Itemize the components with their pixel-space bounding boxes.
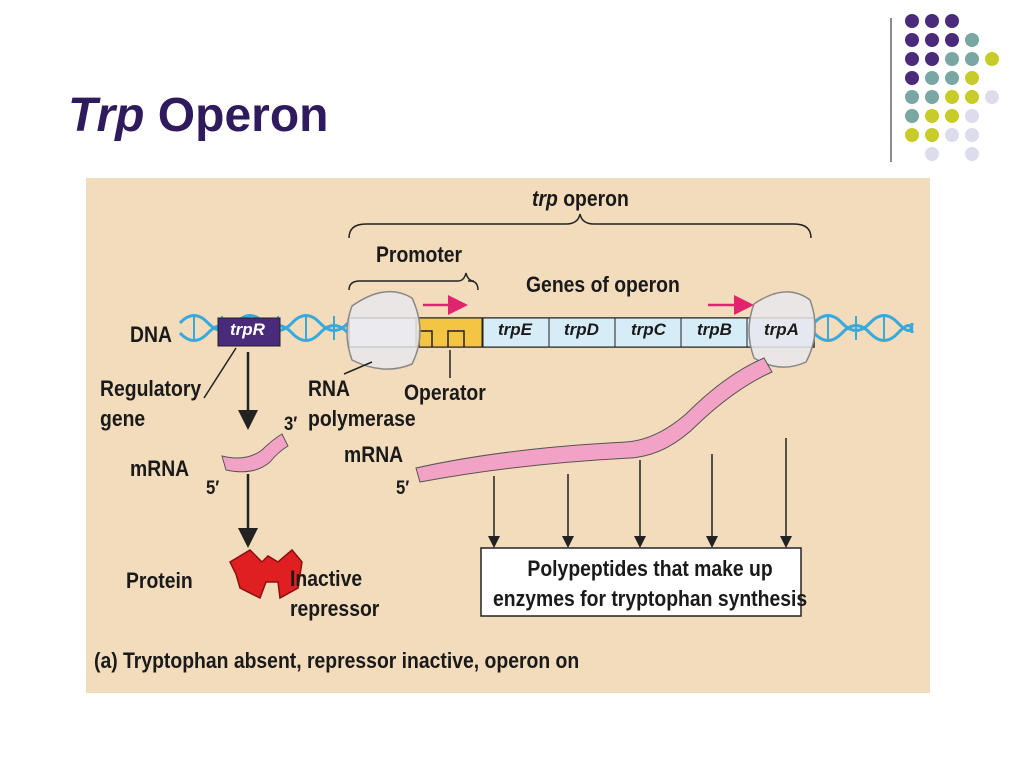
trp-operon-label: trp operon bbox=[532, 186, 629, 212]
decorative-dot bbox=[905, 33, 919, 47]
trp-operon-figure: trp operon Promoter Genes of operon DNA … bbox=[86, 178, 930, 693]
gene-box-trpB bbox=[680, 317, 748, 348]
rna-polymerase-right bbox=[748, 291, 816, 368]
regulatory-gene-label: Regulatory gene bbox=[100, 376, 202, 431]
leader-regulatory-gene bbox=[203, 347, 237, 399]
leader-rna-polymerase bbox=[343, 361, 373, 375]
decorative-dot bbox=[945, 109, 959, 123]
decorative-dot-grid bbox=[905, 14, 1015, 164]
polypeptides-label: Polypeptides that make up enzymes for tr… bbox=[493, 556, 808, 611]
polypeptides-box bbox=[480, 547, 802, 617]
decorative-dot bbox=[905, 52, 919, 66]
decorative-dot bbox=[945, 14, 959, 28]
decorative-dot bbox=[965, 128, 979, 142]
decorative-dot bbox=[985, 90, 999, 104]
three-prime-label: 3′ bbox=[284, 414, 298, 435]
trpR-gene-box bbox=[217, 317, 281, 347]
mrna-ribbon-short bbox=[221, 433, 289, 473]
decorative-dot bbox=[925, 109, 939, 123]
decorative-dot bbox=[965, 147, 979, 161]
gene-label-trpA: trpA bbox=[764, 320, 799, 339]
figure-caption: (a) Tryptophan absent, repressor inactiv… bbox=[94, 648, 580, 673]
dna-helix-right bbox=[812, 314, 914, 342]
promoter-brace bbox=[348, 272, 479, 291]
decorative-dot bbox=[985, 52, 999, 66]
gene-label-trpE: trpE bbox=[498, 320, 532, 339]
decorative-dot bbox=[965, 52, 979, 66]
decorative-dot bbox=[945, 90, 959, 104]
protein-label: Protein bbox=[126, 568, 193, 593]
promoter-label: Promoter bbox=[376, 242, 463, 267]
title-divider bbox=[890, 18, 892, 162]
operator-label: Operator bbox=[404, 380, 486, 405]
decorative-dot bbox=[925, 71, 939, 85]
decorative-dot bbox=[965, 33, 979, 47]
mrna-left-label: mRNA bbox=[130, 456, 190, 481]
decorative-dot bbox=[905, 71, 919, 85]
decorative-dot bbox=[925, 90, 939, 104]
mrna-right-label: mRNA bbox=[344, 442, 404, 467]
decorative-dot bbox=[945, 33, 959, 47]
five-prime-right-label: 5′ bbox=[396, 478, 410, 499]
mrna-ribbon-long bbox=[415, 357, 773, 483]
trp-operon-italic: trp bbox=[532, 186, 558, 211]
decorative-dot bbox=[945, 71, 959, 85]
slide-title: Trp Operon bbox=[68, 88, 328, 143]
trp-operon-rest: operon bbox=[557, 186, 629, 211]
gene-label-trpD: trpD bbox=[564, 320, 599, 339]
decorative-dot bbox=[965, 109, 979, 123]
gene-label-trpC: trpC bbox=[631, 320, 666, 339]
decorative-dot bbox=[945, 128, 959, 142]
decorative-dot bbox=[925, 147, 939, 161]
decorative-dot bbox=[925, 128, 939, 142]
five-prime-left-label: 5′ bbox=[206, 478, 220, 499]
trp-operon-brace bbox=[348, 213, 812, 239]
operator-region bbox=[415, 317, 483, 348]
rna-polymerase-left bbox=[346, 290, 421, 370]
trpR-label: trpR bbox=[230, 320, 265, 339]
gene-label-trpB: trpB bbox=[697, 320, 732, 339]
decorative-dot bbox=[905, 14, 919, 28]
dna-label: DNA bbox=[130, 322, 172, 347]
decorative-dot bbox=[905, 90, 919, 104]
decorative-dot bbox=[905, 109, 919, 123]
inactive-repressor-shape bbox=[229, 548, 303, 600]
decorative-dot bbox=[905, 128, 919, 142]
gene-box-trpC bbox=[614, 317, 682, 348]
decorative-dot bbox=[965, 71, 979, 85]
decorative-dot bbox=[925, 33, 939, 47]
inactive-repressor-label: Inactive repressor bbox=[290, 566, 380, 621]
decorative-dot bbox=[945, 52, 959, 66]
slide-title-rest: Operon bbox=[144, 89, 329, 142]
slide-title-italic: Trp bbox=[68, 89, 145, 142]
decorative-dot bbox=[965, 90, 979, 104]
gene-box-trpD bbox=[548, 317, 616, 348]
decorative-dot bbox=[925, 52, 939, 66]
figure-graphics bbox=[178, 213, 914, 617]
genes-of-operon-label: Genes of operon bbox=[526, 272, 680, 297]
decorative-dot bbox=[925, 14, 939, 28]
rna-polymerase-label: RNA polymerase bbox=[308, 376, 416, 431]
